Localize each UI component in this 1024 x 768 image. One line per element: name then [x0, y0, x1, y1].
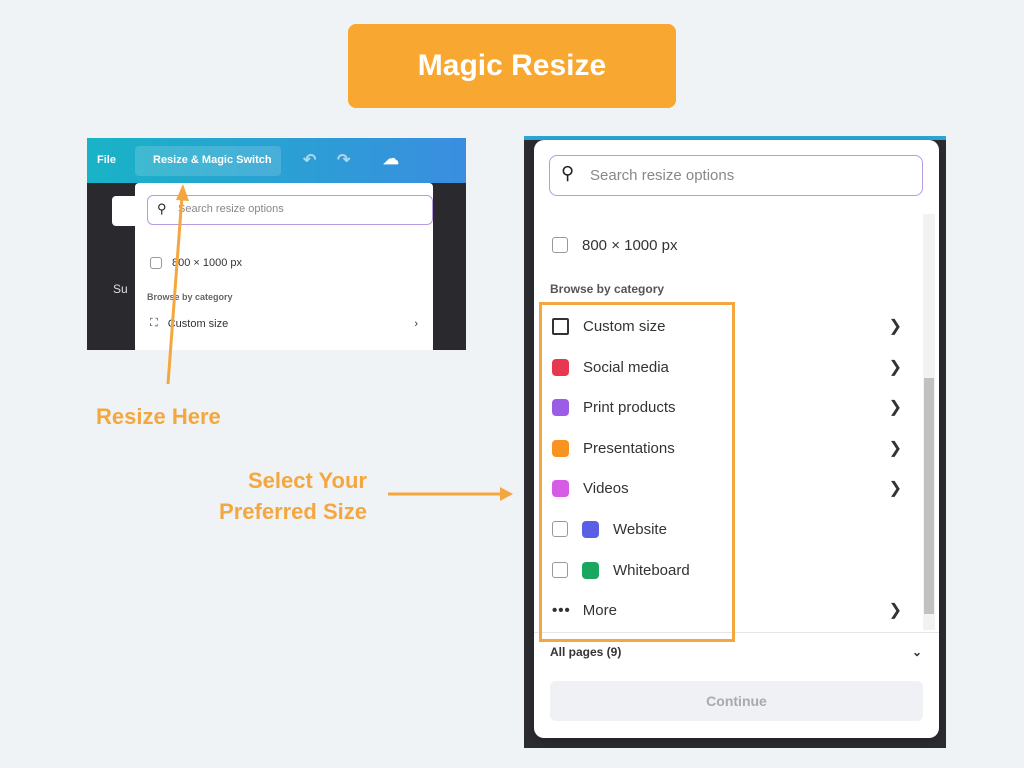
- size-option-row[interactable]: 800 × 1000 px: [552, 225, 902, 265]
- select-line-1: Select Your: [247, 468, 367, 493]
- chevron-right-icon: ›: [414, 317, 418, 330]
- category-label: More: [582, 601, 617, 619]
- category-custom-size[interactable]: Custom size ❯: [552, 306, 902, 346]
- continue-button[interactable]: Continue: [550, 681, 923, 721]
- whiteboard-icon: [582, 561, 599, 579]
- undo-icon[interactable]: ↶: [303, 152, 317, 169]
- top-toolbar: File Resize & Magic Switch ↶ ↷ ☁: [87, 138, 466, 183]
- category-social-media[interactable]: Social media ❯: [552, 347, 902, 387]
- browse-heading: Browse by category: [147, 292, 233, 302]
- chevron-right-icon: ❯: [888, 359, 902, 376]
- category-more[interactable]: ••• More ❯: [552, 590, 902, 630]
- resize-dropdown: ⚲ Search resize options 800 × 1000 px Bro…: [534, 140, 939, 738]
- search-input[interactable]: ⚲ Search resize options: [147, 195, 433, 225]
- custom-size-icon: [552, 317, 569, 335]
- file-menu[interactable]: File: [97, 154, 116, 166]
- scrollbar-thumb[interactable]: [924, 378, 934, 614]
- video-camera-icon: [552, 479, 569, 497]
- more-dots-icon: •••: [552, 601, 571, 619]
- category-label: Website: [613, 520, 667, 538]
- resize-button-label: Resize & Magic Switch: [153, 154, 272, 166]
- background-partial-text: Su: [113, 282, 128, 296]
- custom-size-label: Custom size: [167, 317, 229, 330]
- size-checkbox[interactable]: [150, 257, 162, 269]
- resize-here-label: Resize Here: [96, 404, 221, 429]
- browser-icon: [582, 520, 599, 538]
- divider: [534, 632, 939, 633]
- category-print-products[interactable]: Print products ❯: [552, 387, 902, 427]
- custom-size-icon: ⛶: [150, 317, 158, 329]
- resize-magic-switch-button[interactable]: Resize & Magic Switch: [135, 146, 281, 176]
- category-label: Whiteboard: [613, 561, 690, 579]
- chevron-right-icon: ❯: [888, 440, 902, 457]
- resize-dropdown: ⚲ Search resize options 800 × 1000 px Bro…: [135, 183, 433, 350]
- category-label: Custom size: [583, 317, 666, 335]
- pages-selector-label: All pages (9): [550, 645, 622, 659]
- scrollbar[interactable]: [923, 214, 935, 630]
- category-presentations[interactable]: Presentations ❯: [552, 428, 902, 468]
- whiteboard-checkbox[interactable]: [552, 562, 568, 578]
- arrow-up: [166, 184, 189, 385]
- heart-icon: [552, 358, 569, 376]
- category-label: Social media: [583, 358, 669, 376]
- search-icon: ⚲: [157, 201, 167, 216]
- custom-size-item[interactable]: ⛶ Custom size ›: [150, 317, 418, 330]
- pages-selector[interactable]: All pages (9) ⌄: [550, 645, 922, 659]
- title-banner: Magic Resize: [348, 24, 676, 108]
- category-whiteboard[interactable]: Whiteboard: [552, 550, 902, 590]
- category-label: Presentations: [583, 439, 675, 457]
- chevron-right-icon: ❯: [888, 480, 902, 497]
- browse-heading: Browse by category: [550, 282, 665, 296]
- size-option-label: 800 × 1000 px: [582, 236, 678, 254]
- website-checkbox[interactable]: [552, 521, 568, 537]
- highlight-box: [539, 302, 735, 642]
- category-label: Videos: [583, 479, 629, 497]
- right-screenshot: ⚲ Search resize options 800 × 1000 px Bro…: [524, 136, 946, 748]
- chevron-right-icon: ❯: [888, 318, 902, 335]
- chevron-right-icon: ❯: [888, 602, 902, 619]
- category-videos[interactable]: Videos ❯: [552, 468, 902, 508]
- size-option-label: 800 × 1000 px: [172, 257, 243, 269]
- presentation-icon: [552, 439, 569, 457]
- chevron-right-icon: ❯: [888, 399, 902, 416]
- size-checkbox[interactable]: [552, 237, 568, 253]
- search-icon: ⚲: [561, 163, 575, 183]
- search-input[interactable]: ⚲ Search resize options: [549, 155, 923, 196]
- cloud-save-icon[interactable]: ☁: [383, 151, 399, 168]
- chevron-down-icon: ⌄: [911, 645, 922, 659]
- search-placeholder: Search resize options: [590, 167, 735, 184]
- toolbar-strip: [524, 136, 946, 140]
- category-label: Print products: [583, 398, 676, 416]
- search-placeholder: Search resize options: [178, 203, 284, 215]
- category-website[interactable]: Website: [552, 509, 902, 549]
- arrow-right: [388, 487, 513, 501]
- printer-icon: [552, 398, 569, 416]
- redo-icon[interactable]: ↷: [337, 152, 351, 169]
- left-screenshot: File Resize & Magic Switch ↶ ↷ ☁ Su ⚲ Sea…: [87, 138, 466, 350]
- select-line-2: Preferred Size: [219, 499, 367, 524]
